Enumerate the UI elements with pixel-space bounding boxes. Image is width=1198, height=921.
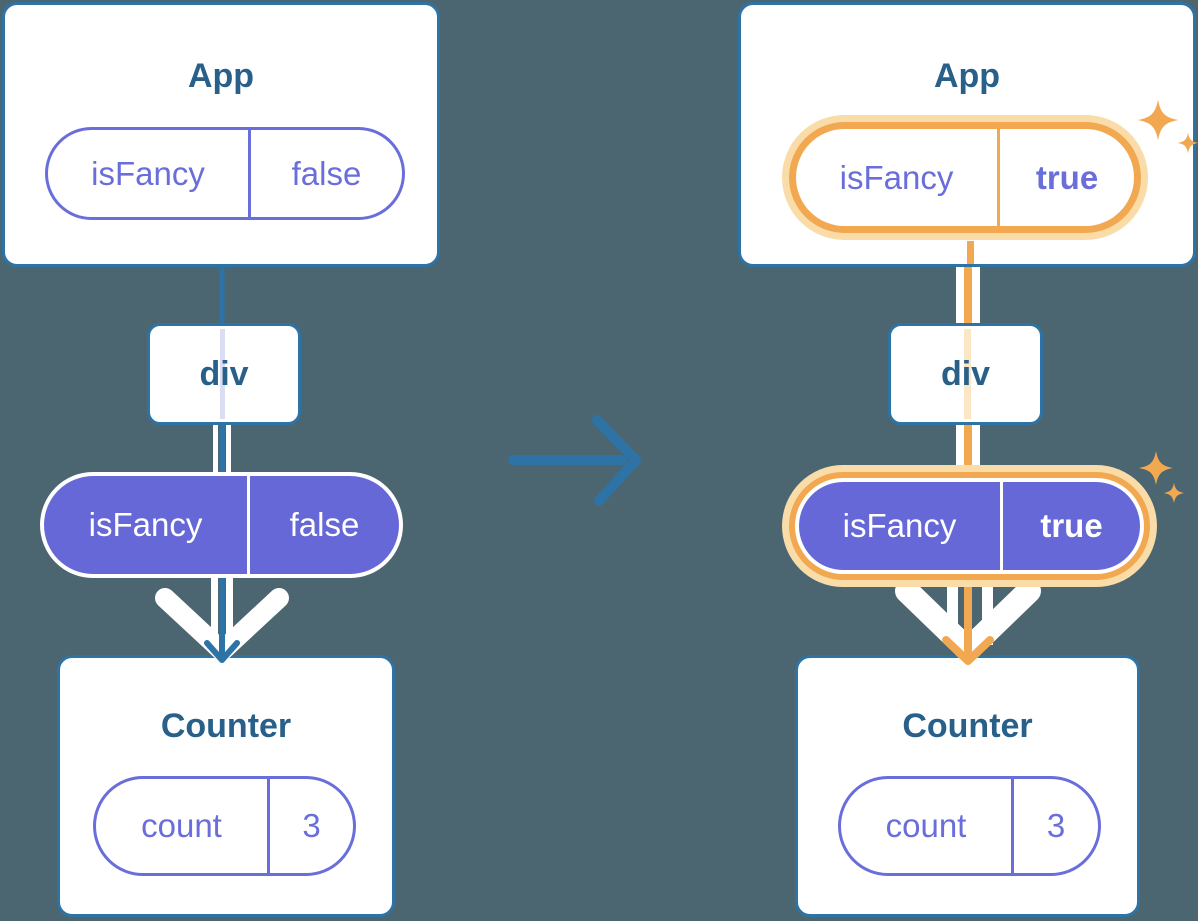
before-passed-prop-pill: isFancy false	[40, 472, 403, 578]
after-app-title: App	[933, 57, 1001, 95]
prop-label: isFancy	[88, 506, 203, 543]
state-value: 3	[267, 779, 353, 873]
after-div-label: div	[940, 354, 991, 393]
state-value: true	[997, 129, 1134, 226]
sparkle-icon	[1137, 99, 1179, 141]
state-arrowhead	[942, 636, 994, 665]
prop-label: isFancy	[842, 507, 957, 544]
highlight-ring: isFancy true	[789, 472, 1150, 580]
state-value: false	[248, 130, 402, 217]
after-counter-state-pill: count 3	[838, 776, 1101, 876]
after-app-state-pill: isFancy true	[782, 115, 1148, 240]
before-counter-state-pill: count 3	[93, 776, 356, 876]
highlight-ring: isFancy true	[789, 122, 1141, 233]
sparkle-icon	[1138, 450, 1174, 486]
after-passed-prop-pill: isFancy true	[782, 465, 1157, 587]
after-div-pass-through-line	[964, 329, 971, 419]
state-label: isFancy	[91, 154, 205, 192]
state-arrowhead	[204, 640, 240, 663]
before-div-card: div	[147, 323, 301, 425]
after-counter-title: Counter	[902, 707, 1033, 745]
after-counter-card: Counter count 3	[795, 655, 1140, 917]
arrow-right-icon	[508, 415, 641, 506]
after-div-card: div	[888, 323, 1043, 425]
before-counter-title: Counter	[160, 707, 292, 745]
sparkle-icon	[1177, 132, 1198, 154]
before-div-label: div	[199, 354, 249, 393]
before-app-state-pill: isFancy false	[45, 127, 405, 220]
pill-body: isFancy true	[795, 478, 1144, 574]
sparkle-icon	[1163, 482, 1185, 504]
state-label: count	[885, 807, 967, 844]
state-value: 3	[1011, 779, 1098, 873]
prop-value: true	[1000, 482, 1140, 570]
before-app-title: App	[187, 57, 255, 95]
state-label: isFancy	[839, 158, 954, 196]
after-app-state-line	[967, 241, 974, 264]
before-div-pass-through-line	[220, 329, 225, 419]
prop-value: false	[247, 476, 399, 574]
pill-body: isFancy true	[796, 129, 1134, 226]
state-label: count	[141, 807, 222, 844]
